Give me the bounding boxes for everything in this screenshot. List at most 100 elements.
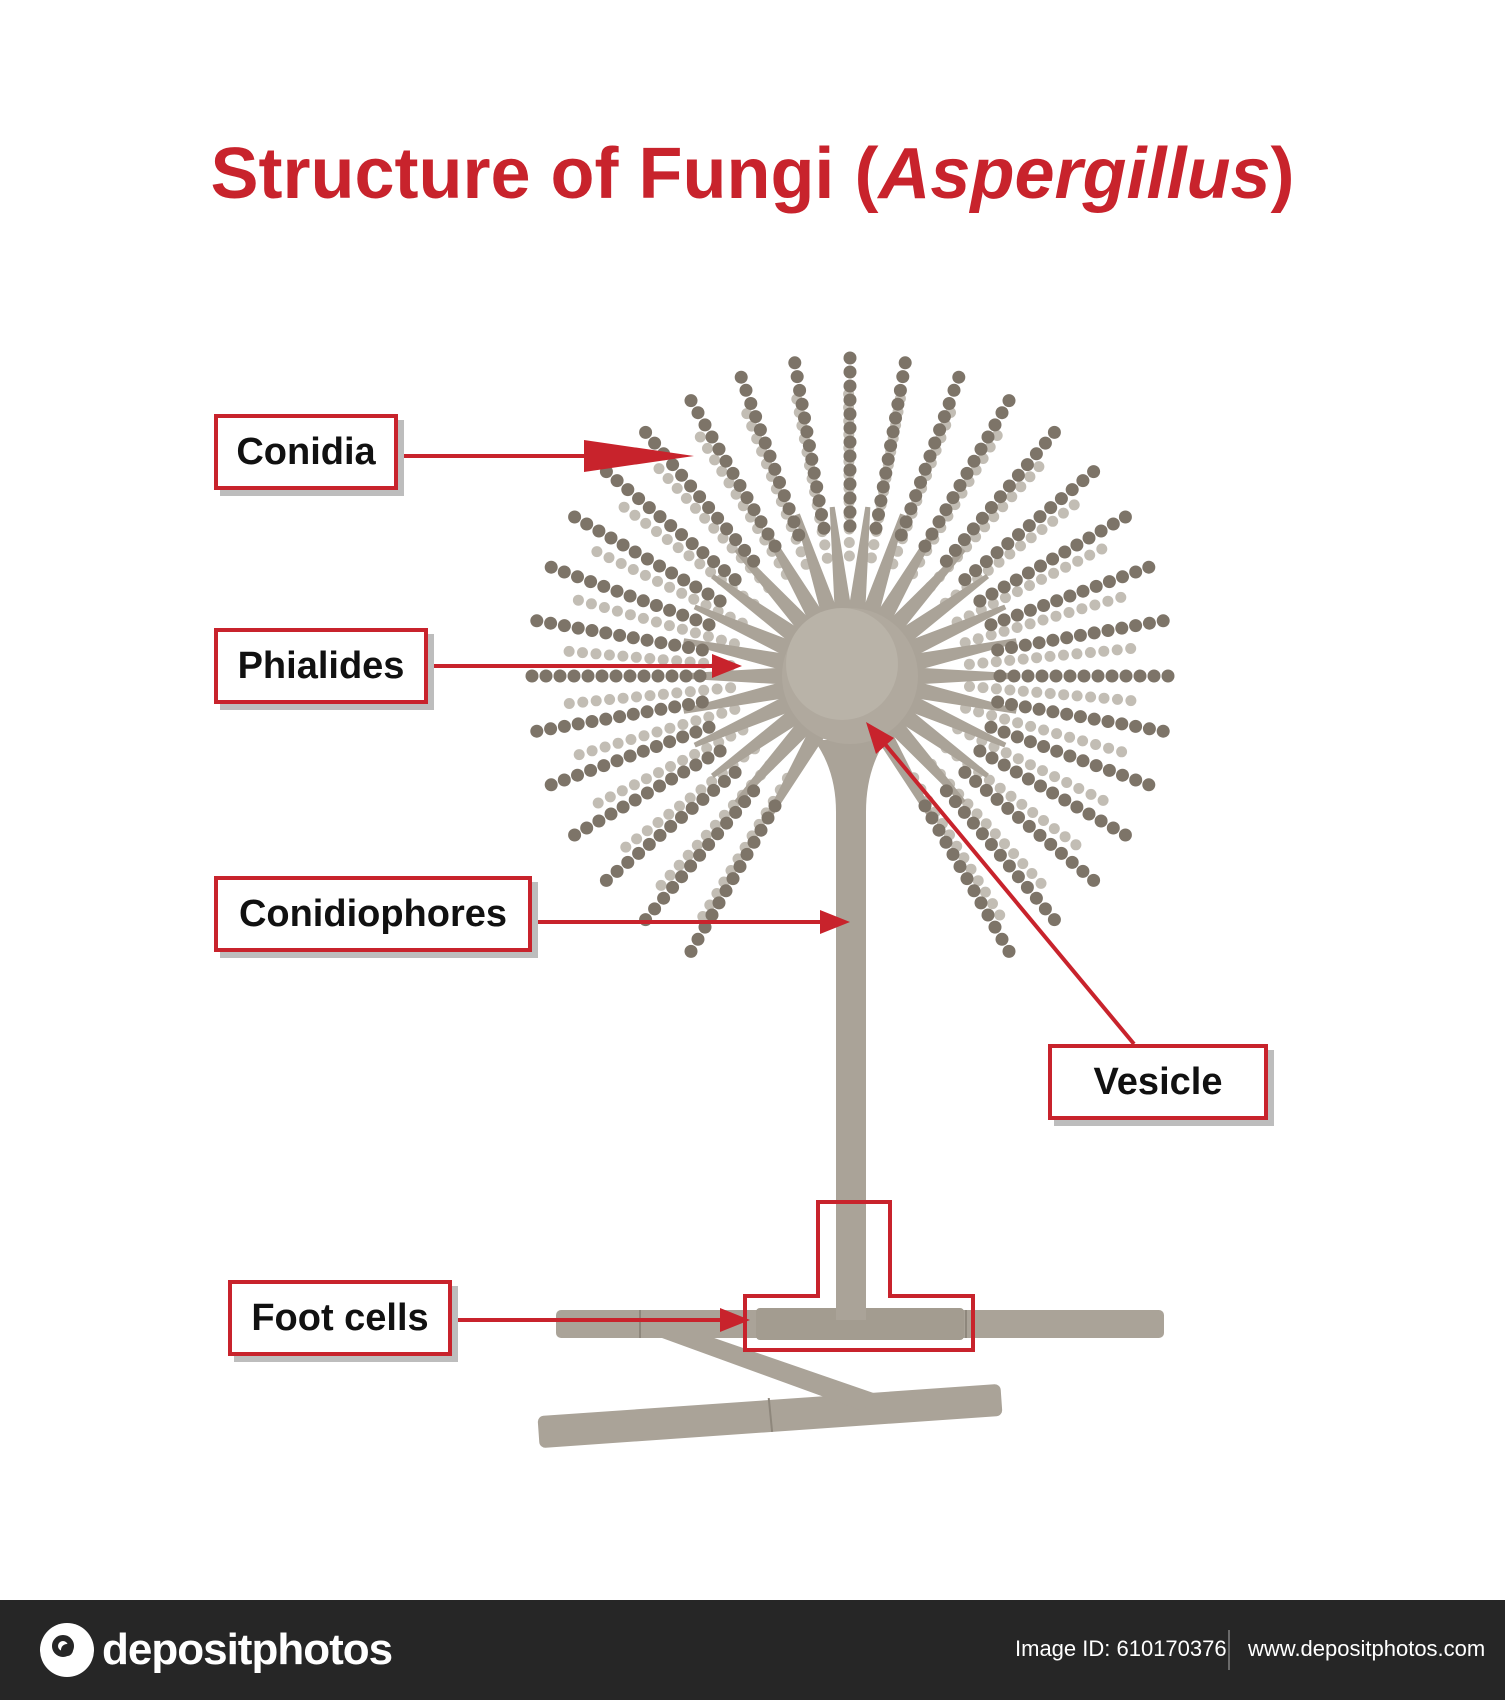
conidium <box>663 603 677 617</box>
conidium <box>843 519 857 533</box>
conidium <box>628 779 640 791</box>
conidium <box>651 526 662 537</box>
conidium <box>597 579 611 593</box>
conidium <box>1125 643 1137 654</box>
conidium <box>884 439 898 453</box>
conidium <box>1012 810 1025 824</box>
conidium <box>1051 728 1063 740</box>
conidium <box>893 383 907 397</box>
conidium <box>1060 631 1074 645</box>
conidium <box>628 793 642 807</box>
conidium <box>782 502 796 516</box>
conidium <box>1116 570 1129 584</box>
conidium <box>1101 715 1115 728</box>
conidium <box>591 546 603 558</box>
conidium <box>977 657 989 669</box>
conidium <box>649 599 663 612</box>
conidium <box>1098 692 1110 704</box>
conidium <box>629 509 641 521</box>
conidium <box>677 754 689 766</box>
conidium <box>817 521 831 535</box>
conidium <box>651 726 663 738</box>
conidium <box>758 436 772 450</box>
conidium <box>595 669 609 683</box>
conidium <box>1063 589 1077 603</box>
conidium <box>615 558 627 569</box>
conidium <box>1076 474 1090 488</box>
conidium <box>1063 669 1077 683</box>
conidium <box>1065 483 1079 497</box>
conidium <box>1011 870 1025 884</box>
conidium <box>843 379 857 393</box>
conidium <box>1142 722 1156 736</box>
conidium <box>1087 712 1101 726</box>
conidium <box>644 653 656 664</box>
conidium <box>800 425 814 439</box>
label-foot-cells: Foot cells <box>228 1280 452 1356</box>
conidium <box>592 797 604 809</box>
conidium <box>571 621 585 635</box>
conidium <box>975 827 989 841</box>
conidium <box>1089 579 1103 593</box>
conidium <box>665 566 679 580</box>
footer-logo[interactable]: depositphotos <box>40 1622 393 1678</box>
conidium <box>664 819 678 833</box>
conidium <box>665 772 679 786</box>
conidium <box>672 542 684 554</box>
conidium <box>707 555 721 569</box>
conidium <box>990 546 1004 560</box>
conidium <box>689 613 703 627</box>
conidium <box>627 564 639 575</box>
conidiophore-stalk <box>814 740 886 1320</box>
conidium <box>753 423 767 437</box>
conidium <box>939 503 953 517</box>
conidium <box>1036 573 1047 585</box>
conidium <box>1094 524 1108 538</box>
conidium <box>812 494 826 508</box>
conidium <box>729 533 743 547</box>
phialide <box>680 667 794 685</box>
conidium <box>702 631 714 642</box>
phialide <box>734 548 820 641</box>
conidium <box>584 575 598 589</box>
conidium <box>876 480 890 494</box>
conidium <box>677 719 689 730</box>
conidium <box>984 501 998 514</box>
conidium <box>1094 814 1108 828</box>
conidium <box>1024 471 1036 483</box>
conidium <box>1070 800 1084 814</box>
conidium <box>1073 783 1085 794</box>
conidium <box>654 636 668 650</box>
conidium <box>1010 608 1024 622</box>
conidium <box>557 773 571 787</box>
conidium <box>599 741 611 753</box>
phialide <box>902 678 1017 714</box>
footer-url[interactable]: www.depositphotos.com <box>1248 1636 1486 1661</box>
conidium <box>925 527 939 541</box>
conidium <box>713 744 727 758</box>
conidium <box>657 688 669 700</box>
conidium <box>651 669 665 683</box>
conidium <box>1004 684 1016 696</box>
conidium <box>963 658 975 670</box>
conidium <box>654 702 668 716</box>
phialide <box>880 711 966 804</box>
conidium <box>702 618 716 632</box>
conidium <box>994 782 1006 794</box>
conidium <box>1102 575 1116 589</box>
conidium <box>729 703 741 715</box>
conidium <box>1007 669 1021 683</box>
conidium <box>843 365 857 379</box>
conidium <box>577 696 589 708</box>
conidium <box>707 783 721 797</box>
conidium <box>652 575 663 587</box>
conidium <box>964 681 975 692</box>
conidium <box>768 539 782 553</box>
conidium <box>952 370 966 384</box>
conidium <box>698 684 710 696</box>
conidium <box>1129 719 1143 733</box>
conidium <box>611 605 623 617</box>
conidium <box>1034 779 1047 793</box>
conidium <box>642 501 656 515</box>
conidium <box>979 555 993 569</box>
